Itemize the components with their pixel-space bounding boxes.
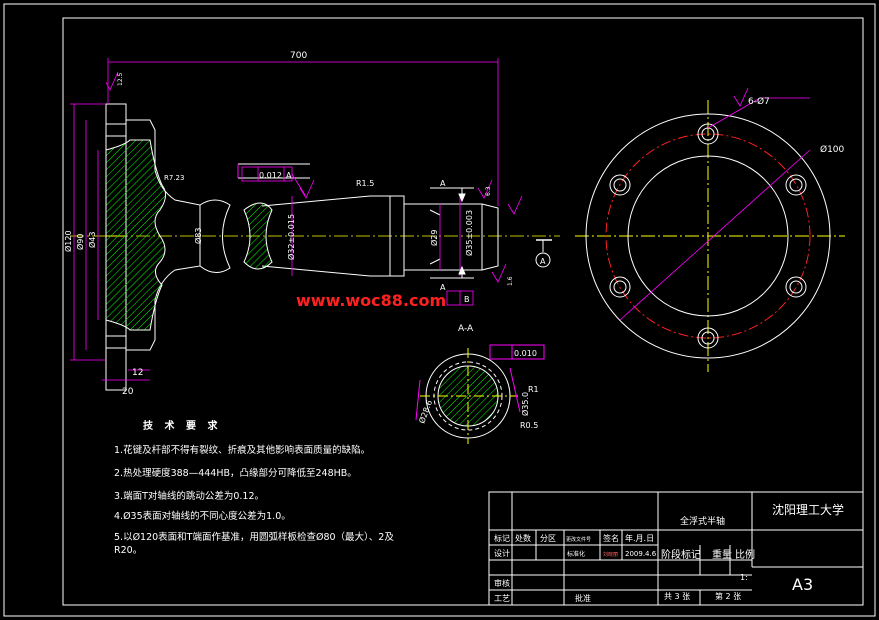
title-block-texts: 全浮式半轴 沈阳理工大学 A3 标记 处数 分区 更改文件号 签名 年.月.日 … — [494, 502, 844, 603]
datum-b-label: B — [464, 295, 470, 304]
spline-r05: R0.5 — [520, 421, 538, 430]
watermark: www.woc88.com — [296, 291, 447, 310]
tb-sign: 签名 — [603, 533, 619, 543]
note-3: 3.端面T对轴线的跳动公差为0.12。 — [114, 491, 265, 502]
title-block — [488, 491, 864, 606]
roughness-3: 1.6 — [507, 276, 514, 286]
tb-sheet-no: 第 2 张 — [715, 591, 741, 601]
tb-count: 处数 — [515, 533, 531, 543]
inner-frame — [62, 17, 864, 606]
dim-r15: R1.5 — [356, 179, 374, 188]
runout-value-1: 0.012 — [259, 171, 282, 180]
roughness-2: 6.3 — [485, 186, 492, 196]
bolt-circle-label: Ø100 — [820, 144, 845, 155]
flange-hatch — [105, 139, 166, 331]
tb-design-date: 2009.4.6 — [625, 550, 657, 558]
break-hatch — [243, 202, 273, 270]
note-5: 5.以Ø120表面和T端面作基准，用圆弧样板检查Ø80（最大）、2及 — [114, 532, 394, 543]
tb-mark: 标记 — [494, 533, 510, 543]
section-mark-top: A — [440, 179, 446, 188]
roughness-1: 12.5 — [117, 72, 124, 86]
dimension-lines — [70, 58, 499, 381]
tb-standard: 标准化 — [567, 550, 585, 558]
note-4: 4.Ø35表面对轴线的不同心度公差为1.0。 — [114, 511, 291, 522]
tb-weight: 重量 — [712, 548, 732, 561]
tb-approve: 批准 — [575, 593, 591, 603]
datum-a-circle — [535, 252, 551, 268]
note-1: 1.花键及杆部不得有裂纹、折痕及其他影响表面质量的缺陷。 — [114, 445, 371, 456]
section-aa-label: A-A — [458, 324, 474, 334]
tb-design: 设计 — [494, 548, 510, 558]
dimension-texts: 700 20 12 R7.23 0.012 A R1.5 A A A B A-A… — [122, 51, 845, 430]
dim-dia35: Ø35±0.003 — [464, 210, 474, 256]
dim-20: 20 — [122, 387, 134, 397]
dim-dia90: Ø90 — [75, 234, 85, 250]
spline-end — [389, 195, 499, 277]
notes-title: 技 术 要 求 — [143, 421, 222, 432]
note-6: R20。 — [114, 545, 143, 556]
dim-dia120: Ø120 — [63, 230, 73, 252]
school-name: 沈阳理工大学 — [772, 502, 844, 517]
tb-process: 工艺 — [494, 594, 510, 603]
note-2: 2.热处理硬度388—444HB，凸缘部分可降低至248HB。 — [114, 468, 357, 479]
flange-end-view — [575, 97, 845, 372]
paper-size: A3 — [792, 575, 813, 594]
tb-stage: 阶段标记 — [661, 548, 701, 561]
dim-700: 700 — [290, 51, 307, 61]
section-arrows — [430, 187, 474, 279]
runout-value-2: 0.010 — [514, 349, 537, 358]
dim-dia32: Ø32±0.015 — [286, 214, 296, 260]
roughness-symbols — [105, 71, 749, 283]
shaft-body — [199, 163, 390, 277]
tb-scale-value: 1: — [740, 573, 748, 582]
spline-dia35: Ø35.0 — [520, 392, 530, 416]
part-name: 全浮式半轴 — [680, 515, 725, 527]
spline-section — [415, 344, 545, 444]
outer-border — [3, 3, 876, 617]
dim-12: 12 — [132, 368, 143, 378]
dim-dia83: Ø83 — [193, 228, 203, 244]
tb-zone: 分区 — [540, 534, 556, 543]
tb-designer: 刘晓丽 — [603, 551, 618, 558]
datum-a-label: A — [540, 257, 546, 266]
tb-date: 年.月.日 — [625, 533, 654, 543]
tb-scale: 比例 — [735, 548, 755, 561]
tb-docno: 更改文件号 — [566, 536, 591, 543]
spline-r1: R1 — [528, 385, 539, 394]
section-mark-bottom: A — [440, 283, 446, 292]
tb-review: 审核 — [494, 578, 510, 588]
runout-datum-1: A — [286, 171, 292, 180]
dim-dia43: Ø43 — [87, 232, 97, 248]
tb-sheets-total: 共 3 张 — [664, 592, 690, 601]
bolt-holes-label: 6-Ø7 — [748, 96, 770, 107]
dim-dia29: Ø29 — [429, 230, 439, 246]
spline-dia28: Ø28.6 — [416, 399, 434, 425]
dim-r723: R7.23 — [164, 174, 184, 182]
